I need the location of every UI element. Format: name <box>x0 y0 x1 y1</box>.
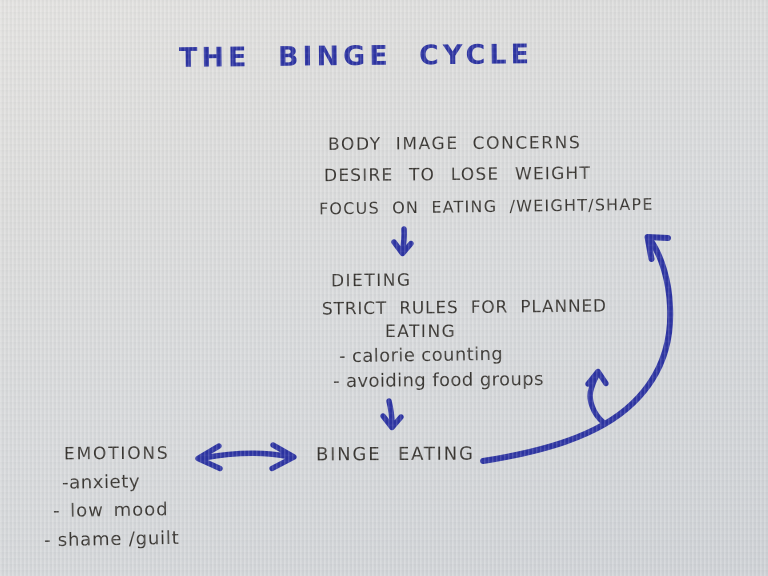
emotions-bullet-shame-guilt: - shame /guilt <box>43 527 180 552</box>
down-arrow-icon <box>380 398 404 431</box>
dieting-line-eating: EATING <box>385 322 457 342</box>
double-arrow-icon <box>195 442 297 472</box>
page-title: THE BINGE CYCLE <box>178 39 534 74</box>
emotions-bullet-anxiety: -anxiety <box>61 471 141 494</box>
emotions-label: EMOTIONS <box>63 443 170 465</box>
branch-arrow-icon <box>585 368 609 426</box>
dieting-line-strict-rules: STRICT RULES FOR PLANNED <box>321 296 608 320</box>
binge-eating-label: BINGE EATING <box>315 443 475 466</box>
emotions-bullet-low-mood: - low mood <box>52 499 169 522</box>
dieting-label: DIETING <box>330 270 412 292</box>
trigger-line-desire: DESIRE TO LOSE WEIGHT <box>323 163 592 187</box>
dieting-bullet-avoiding-food-groups: - avoiding food groups <box>332 368 544 393</box>
down-arrow-icon <box>391 226 414 257</box>
trigger-line-body-image: BODY IMAGE CONCERNS <box>327 133 582 155</box>
dieting-bullet-calorie-counting: - calorie counting <box>338 343 504 368</box>
feedback-curve-arrow <box>480 234 674 464</box>
trigger-line-focus: FOCUS ON EATING /WEIGHT/SHAPE <box>318 194 654 219</box>
